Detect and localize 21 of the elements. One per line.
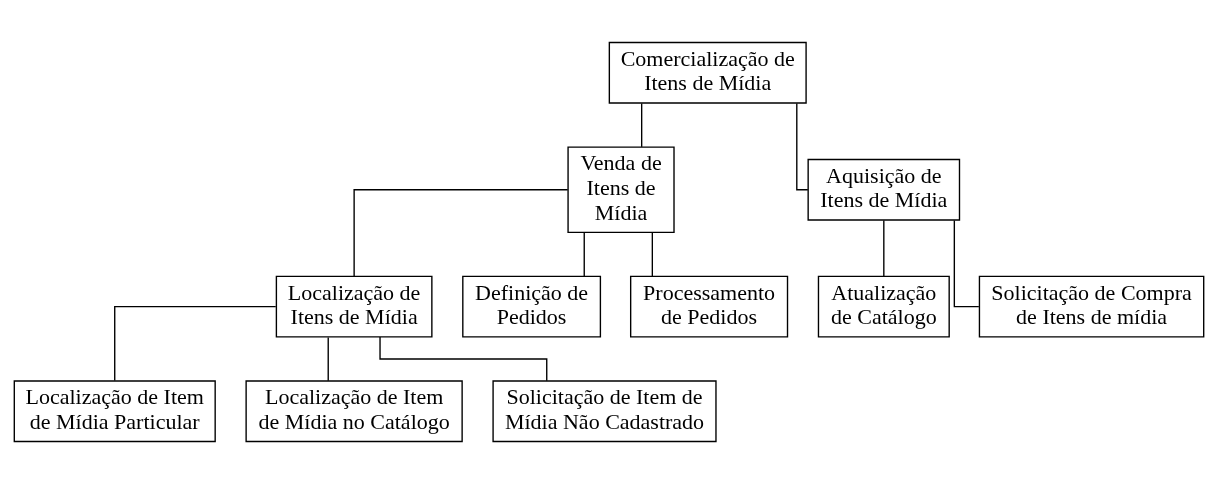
connector bbox=[114, 305, 277, 382]
connector bbox=[641, 102, 643, 148]
node-box: Processamento de Pedidos bbox=[629, 275, 789, 338]
connector bbox=[583, 231, 585, 277]
node-box: Definição de Pedidos bbox=[462, 275, 602, 338]
node-box: Venda de Itens de Mídia bbox=[567, 146, 675, 234]
node-box: Localização de Itens de Mídia bbox=[275, 275, 433, 338]
node-box: Localização de Item de Mídia no Catálogo bbox=[245, 380, 463, 443]
node-box: Solicitação de Compra de Itens de mídia bbox=[978, 275, 1205, 338]
node-box: Localização de Item de Mídia Particular bbox=[13, 380, 216, 443]
node-box: Atualização de Catálogo bbox=[817, 275, 950, 338]
node-box: Comercialização de Itens de Mídia bbox=[608, 41, 807, 104]
connector bbox=[796, 102, 809, 191]
connector bbox=[651, 231, 654, 277]
node-box: Solicitação de Item de Mídia Não Cadastrado bbox=[492, 380, 717, 443]
connector bbox=[327, 336, 329, 382]
connector bbox=[353, 189, 569, 277]
connector bbox=[953, 219, 980, 308]
connector bbox=[379, 336, 548, 382]
node-box: Aquisição de Itens de Mídia bbox=[807, 158, 961, 221]
connector bbox=[883, 219, 885, 277]
